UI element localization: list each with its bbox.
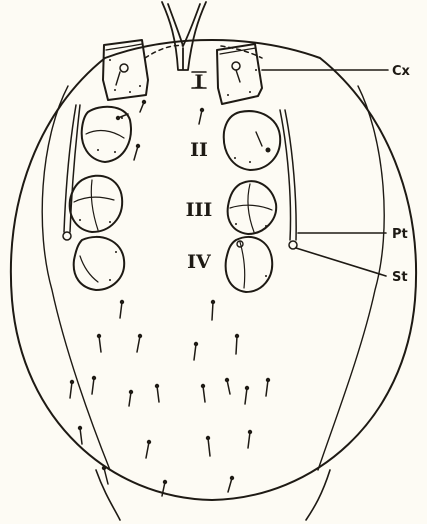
label-pt: Pt [392, 227, 408, 242]
seta [208, 438, 210, 456]
seta-base [136, 144, 140, 148]
seta-base [147, 440, 151, 444]
seta-base [97, 334, 101, 338]
setae [70, 100, 270, 496]
seta-base [129, 390, 133, 394]
seta-base [194, 342, 198, 346]
seta-base [201, 384, 205, 388]
coxa-3-right [228, 181, 277, 234]
seta-base [155, 384, 159, 388]
seta [157, 386, 159, 402]
label-cx: Cx [392, 64, 411, 79]
seta [137, 336, 140, 352]
seta [212, 302, 213, 320]
seta [203, 386, 205, 402]
seta-base [245, 386, 249, 390]
seta-base [78, 426, 82, 430]
coxa-numeral-1: I [195, 71, 204, 93]
seta-base [200, 108, 204, 112]
seta [236, 336, 237, 354]
seta-base [235, 334, 239, 338]
seta-base [142, 100, 146, 104]
seta-base [230, 476, 234, 480]
peritreme-right [280, 110, 296, 240]
seta-base [116, 116, 120, 120]
coxa-2-right [224, 111, 280, 170]
st-leader-line [296, 248, 386, 276]
seta-base [225, 378, 229, 382]
right-inner-margin [318, 86, 384, 470]
seta-base [163, 480, 167, 484]
posterior-edge-right [306, 470, 330, 520]
posterior-edge-left [96, 470, 120, 520]
seta [80, 428, 82, 444]
seta-base [266, 378, 270, 382]
label-st: St [392, 270, 408, 285]
seta-base [70, 380, 74, 384]
seta [70, 382, 72, 398]
coxa-numeral-4: IV [187, 251, 212, 273]
seta [120, 302, 122, 318]
seta [266, 380, 268, 396]
seta-base [102, 466, 106, 470]
coxa-1-left [103, 40, 148, 100]
tritosternum [162, 2, 206, 70]
seta [245, 388, 247, 404]
coxa-numeral-3: III [186, 199, 213, 221]
seta-base [120, 300, 124, 304]
coxa-1-right [217, 44, 262, 104]
coxa-3-left [70, 176, 122, 232]
seta [92, 378, 94, 394]
peritreme-left [64, 105, 80, 232]
coxa-numeral-2: II [190, 139, 208, 161]
seta [146, 442, 149, 458]
coxa-4-left [74, 237, 124, 290]
stigma-left [63, 232, 71, 240]
seta [104, 468, 108, 484]
seta [194, 344, 196, 360]
gnathosoma-dashed-edge [145, 46, 262, 59]
coxa-4-right [226, 237, 273, 292]
seta-base [248, 430, 252, 434]
seta-base [211, 300, 215, 304]
seta-base [92, 376, 96, 380]
seta-base [138, 334, 142, 338]
seta [99, 336, 101, 352]
body-outline [11, 40, 416, 500]
seta-base [206, 436, 210, 440]
seta [248, 432, 250, 448]
